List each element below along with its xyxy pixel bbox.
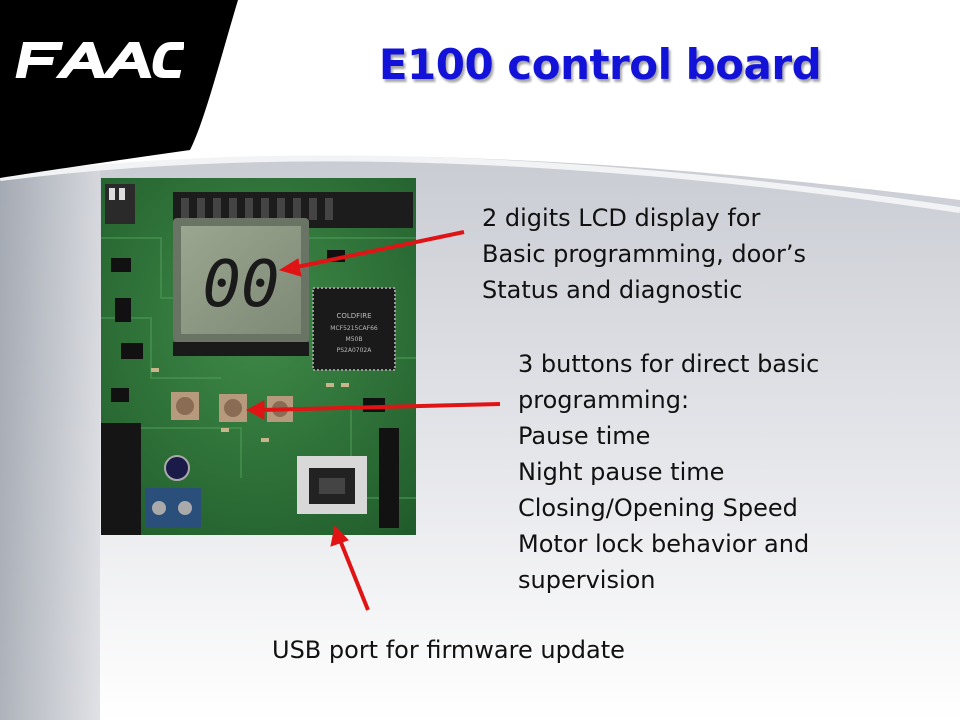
callout-buttons-line: Night pause time: [518, 458, 725, 486]
control-board-photo: 00 COLDFIRE MCF5215CAF66 M50B PS2A0702A: [101, 178, 416, 535]
arrow-to-buttons: [259, 402, 501, 412]
callout-lcd-line: 2 digits LCD display for: [482, 204, 761, 232]
callout-buttons-line: supervision: [518, 566, 656, 594]
svg-text:COLDFIRE: COLDFIRE: [336, 312, 371, 320]
swoosh-highlight-line: [0, 155, 960, 213]
svg-text:M50B: M50B: [346, 336, 363, 343]
arrow-head-usb: [330, 524, 349, 547]
arrow-to-usb: [338, 539, 370, 611]
callout-lcd-line: Basic programming, door’s: [482, 240, 806, 268]
svg-text:MCF5215CAF66: MCF5215CAF66: [330, 325, 378, 332]
callout-buttons: 3 buttons for direct basic programming: …: [518, 346, 938, 598]
arrow-to-lcd: [291, 230, 465, 270]
grey-left-band: [0, 170, 100, 720]
arrow-head-lcd: [278, 258, 302, 277]
callout-lcd-display: 2 digits LCD display for Basic programmi…: [482, 200, 922, 308]
callout-lcd-line: Status and diagnostic: [482, 276, 743, 304]
callout-usb-port: USB port for firmware update: [272, 632, 792, 668]
callout-buttons-line: Pause time: [518, 422, 651, 450]
callout-buttons-line: Motor lock behavior and: [518, 530, 810, 558]
callout-buttons-line: programming:: [518, 386, 690, 414]
arrow-head-buttons: [245, 400, 265, 420]
callout-buttons-line: Closing/Opening Speed: [518, 494, 798, 522]
faac-logo: [15, 42, 184, 78]
callout-usb-text: USB port for firmware update: [272, 636, 625, 664]
callout-buttons-line: 3 buttons for direct basic: [518, 350, 820, 378]
slide-title: E100 control board: [378, 40, 822, 89]
lcd-digits: 00: [202, 248, 279, 322]
svg-text:PS2A0702A: PS2A0702A: [337, 347, 373, 354]
